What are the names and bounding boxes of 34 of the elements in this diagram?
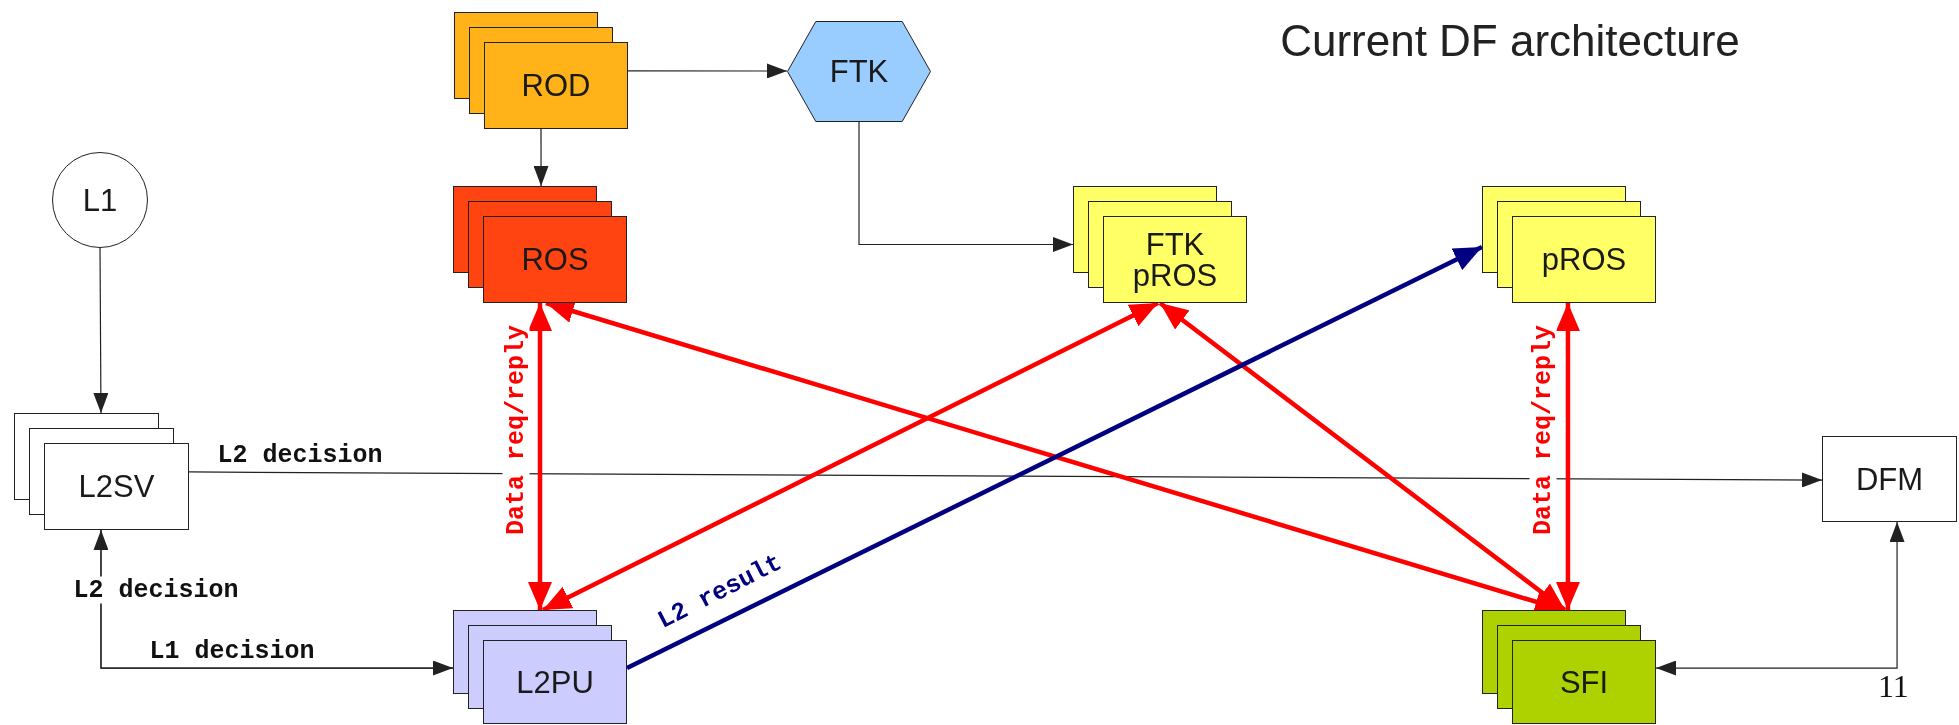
arrow — [627, 63, 788, 79]
arrow — [858, 121, 1074, 252]
arrow — [626, 244, 1483, 671]
arrow — [541, 301, 1160, 612]
stacked-process-box — [14, 413, 189, 530]
node-label: pROS — [1541, 244, 1627, 275]
stacked-process-box — [1482, 186, 1656, 303]
node-label: L2SV — [78, 471, 155, 502]
node-label: FTK — [829, 56, 889, 87]
stacked-process-box — [454, 12, 628, 129]
stacked-process-box — [1482, 610, 1656, 724]
diagram-title: Current DF architecture — [1279, 16, 1741, 66]
page-number: 11 — [1878, 668, 1909, 705]
stacked-process-box — [1073, 186, 1247, 303]
edge-label: Data req/reply — [1529, 323, 1557, 537]
node-label: L2PU — [516, 666, 594, 698]
arrow — [188, 471, 1823, 488]
arrow — [528, 303, 552, 610]
arrow — [93, 247, 109, 414]
node-label: ROD — [521, 70, 591, 101]
arrow — [1158, 301, 1567, 612]
node-label: ROS — [521, 244, 589, 275]
arrow — [1655, 521, 1905, 676]
arrow — [1555, 303, 1580, 610]
node-label: L1 — [82, 184, 118, 216]
node-label: SFI — [1559, 666, 1609, 698]
node-label: DFM — [1855, 463, 1924, 495]
node-label: FTK pROS — [1131, 228, 1219, 291]
edge-label: Data req/reply — [502, 323, 530, 537]
stacked-process-box — [453, 610, 627, 724]
process-box — [1822, 436, 1957, 522]
hexagon-node — [787, 21, 931, 122]
stacked-process-box — [453, 186, 627, 303]
arrow — [533, 128, 549, 187]
